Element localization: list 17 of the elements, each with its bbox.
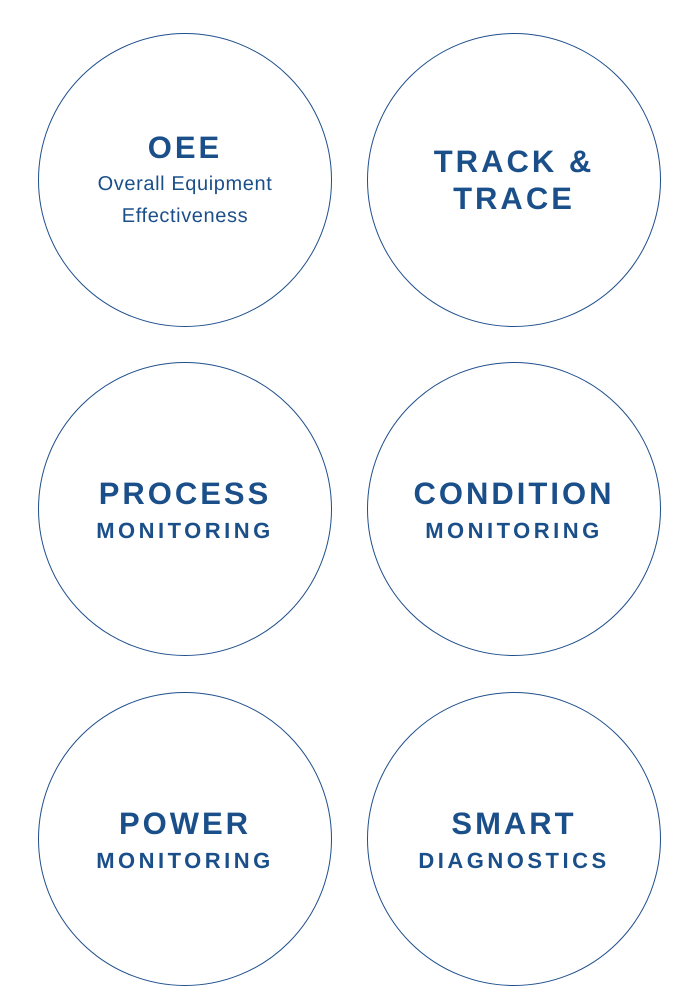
circle-subheading: DIAGNOSTICS [418,848,610,874]
circle-subheading: MONITORING [96,848,274,874]
circle-description: Overall Equipment Effectiveness [96,172,274,228]
circle-heading: CONDITION [414,474,614,512]
circle-heading: POWER [118,804,252,842]
category-circle [367,362,661,656]
category-circle [38,692,332,986]
category-circle [367,692,661,986]
category-circle [38,33,332,327]
circle-heading: TRACK & TRACE [432,143,596,217]
circle-heading: OEE [148,128,222,166]
circle-heading: PROCESS [98,474,272,512]
category-circle [38,362,332,656]
circle-subheading: MONITORING [425,518,603,544]
circle-heading: SMART [451,804,577,842]
category-circle [367,33,661,327]
circle-subheading: MONITORING [96,518,274,544]
